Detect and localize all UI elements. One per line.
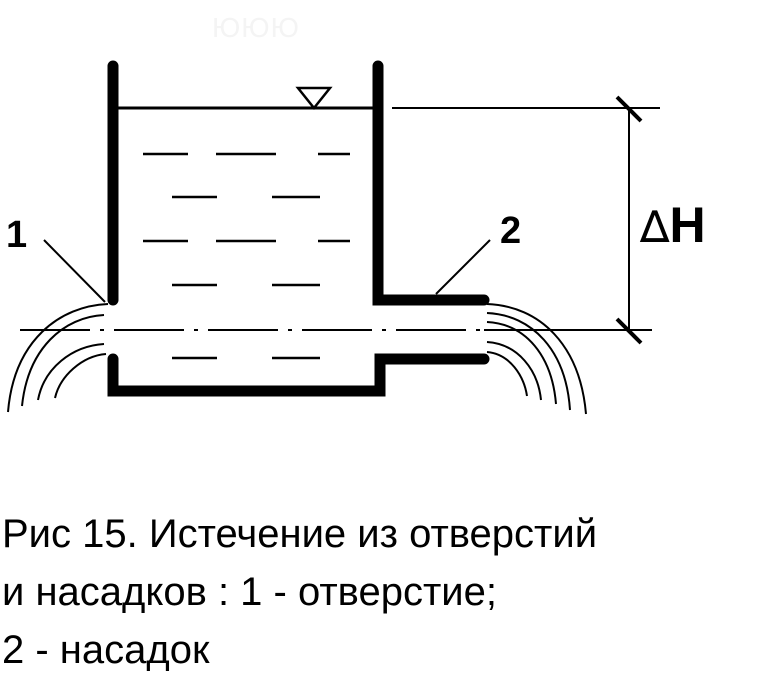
watermark: ЮЮЮ xyxy=(212,12,300,43)
figure-caption: Рис 15. Истечение из отверстий и насадко… xyxy=(2,505,742,679)
nozzle-label: 2 xyxy=(500,210,522,252)
tank-outflow-diagram xyxy=(7,60,660,415)
water-hatching xyxy=(143,152,350,360)
leader-line-1 xyxy=(43,239,106,303)
head-dimension xyxy=(392,95,660,345)
orifice-label: 1 xyxy=(6,214,28,256)
caption-line-2: и насадков : 1 - отверстие; xyxy=(2,570,497,614)
caption-line-3: 2 - насадок xyxy=(2,628,210,672)
tank-walls xyxy=(107,60,490,397)
delta-symbol: ∆ xyxy=(640,202,670,253)
orifice-jet xyxy=(7,303,109,413)
water-level-triangle-icon xyxy=(295,86,333,111)
leader-line-2 xyxy=(435,239,491,295)
dimension-tick-top xyxy=(615,95,643,123)
nozzle-jet xyxy=(486,303,587,415)
tank-right-wall-nozzle xyxy=(372,60,490,306)
head-difference-label: ∆H xyxy=(640,200,706,250)
caption-line-1: Рис 15. Истечение из отверстий xyxy=(2,512,598,556)
tank-bottom xyxy=(107,353,490,397)
dimension-tick-bottom xyxy=(615,317,643,345)
head-letter: H xyxy=(669,197,706,253)
